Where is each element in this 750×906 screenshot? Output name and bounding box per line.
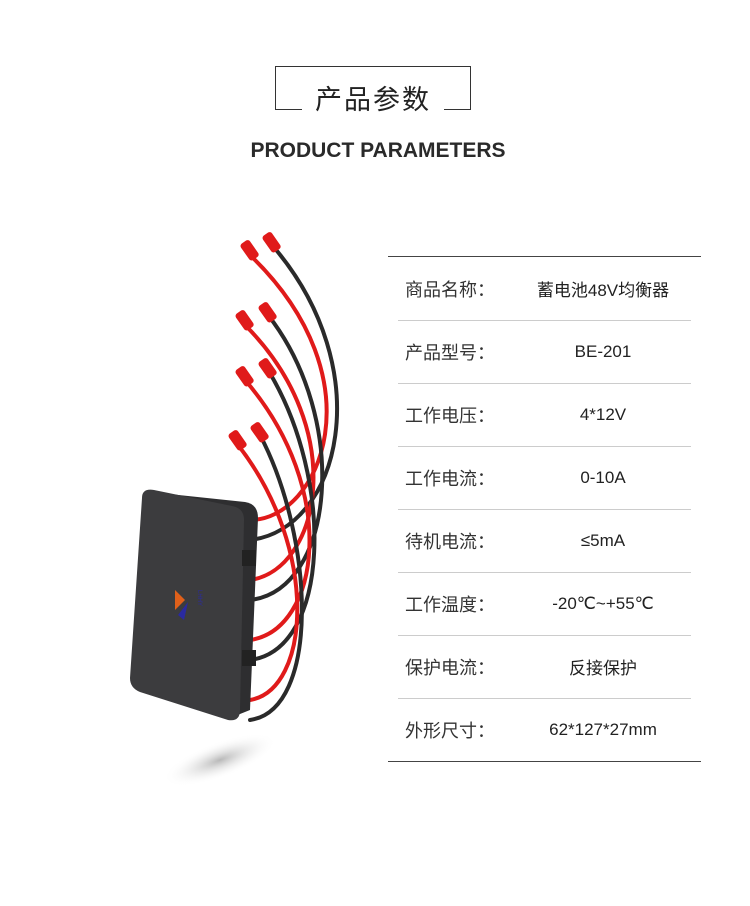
param-label: 产品型号：	[405, 342, 495, 364]
product-image: LHHY	[120, 230, 380, 814]
param-label: 商品名称：	[405, 279, 495, 301]
params-table: 商品名称： 蓄电池48V均衡器 产品型号： BE-201 工作电压： 4*12V 工作…	[388, 256, 701, 762]
param-row: 工作温度： -20℃~+55℃	[388, 572, 701, 635]
param-row: 外形尺寸： 62*127*27mm	[388, 698, 701, 761]
param-value: BE-201	[574, 341, 632, 361]
param-value: 4*12V	[579, 404, 627, 424]
logo-text: LHHY	[196, 590, 202, 606]
param-value: 0-10A	[580, 467, 626, 487]
param-label: 工作电流：	[405, 468, 495, 490]
param-row: 商品名称： 蓄电池48V均衡器	[388, 257, 701, 320]
section-title: 产品参数	[315, 85, 431, 116]
param-value: 反接保护	[569, 659, 637, 678]
param-label: 外形尺寸：	[405, 720, 495, 742]
param-label: 保护电流：	[405, 657, 495, 679]
param-row: 工作电流： 0-10A	[388, 446, 701, 509]
param-row: 保护电流： 反接保护	[388, 635, 701, 698]
param-value: 蓄电池48V均衡器	[536, 281, 670, 300]
param-row: 产品型号： BE-201	[388, 320, 701, 383]
param-label: 待机电流：	[405, 531, 495, 553]
param-label: 工作电压：	[405, 405, 495, 427]
param-label: 工作温度：	[405, 594, 495, 616]
param-value: 62*127*27mm	[549, 719, 657, 739]
section-subtitle: PRODUCT PARAMETERS	[250, 139, 506, 162]
param-row: 工作电压： 4*12V	[388, 383, 701, 446]
param-value: -20℃~+55℃	[552, 593, 654, 613]
param-row: 待机电流： ≤5mA	[388, 509, 701, 572]
title-frame	[275, 66, 471, 110]
param-value: ≤5mA	[580, 530, 626, 550]
